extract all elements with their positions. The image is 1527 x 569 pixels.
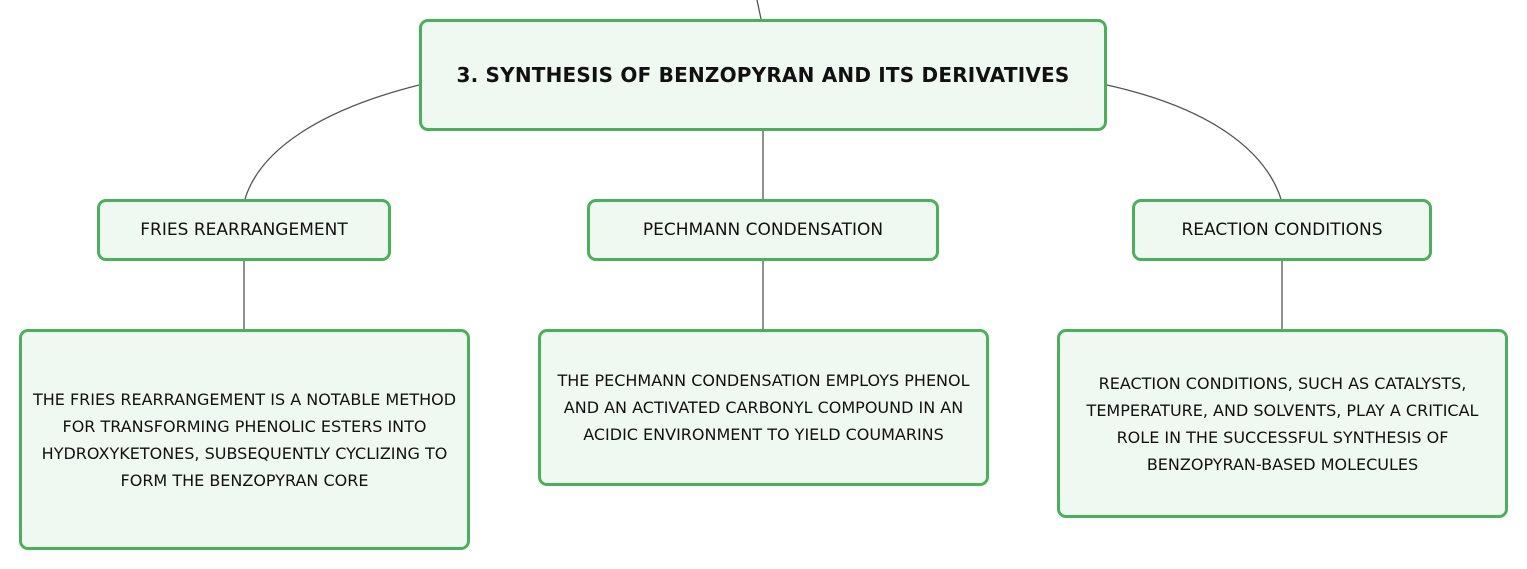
detail-node-pechmann-condensation[interactable]: THE PECHMANN CONDENSATION EMPLOYS PHENOL… xyxy=(538,329,989,486)
connector-root-to-fries xyxy=(244,84,420,200)
connector-root-to-conditions xyxy=(1106,84,1282,200)
branch-node-fries-rearrangement[interactable]: FRIES REARRANGEMENT xyxy=(97,199,391,261)
branch-label: FRIES REARRANGEMENT xyxy=(140,220,348,240)
detail-text: THE PECHMANN CONDENSATION EMPLOYS PHENOL… xyxy=(557,371,970,444)
detail-text: REACTION CONDITIONS, SUCH AS CATALYSTS, … xyxy=(1086,373,1479,474)
detail-text: THE FRIES REARRANGEMENT IS A NOTABLE MET… xyxy=(32,389,457,490)
detail-node-fries-rearrangement[interactable]: THE FRIES REARRANGEMENT IS A NOTABLE MET… xyxy=(19,329,470,550)
branch-label: REACTION CONDITIONS xyxy=(1181,220,1383,240)
root-title: 3. SYNTHESIS OF BENZOPYRAN AND ITS DERIV… xyxy=(456,63,1070,87)
connector-to-parent xyxy=(756,0,762,20)
root-node[interactable]: 3. SYNTHESIS OF BENZOPYRAN AND ITS DERIV… xyxy=(419,19,1107,131)
detail-node-reaction-conditions[interactable]: REACTION CONDITIONS, SUCH AS CATALYSTS, … xyxy=(1057,329,1508,518)
branch-node-pechmann-condensation[interactable]: PECHMANN CONDENSATION xyxy=(587,199,939,261)
branch-label: PECHMANN CONDENSATION xyxy=(642,220,884,240)
branch-node-reaction-conditions[interactable]: REACTION CONDITIONS xyxy=(1132,199,1432,261)
